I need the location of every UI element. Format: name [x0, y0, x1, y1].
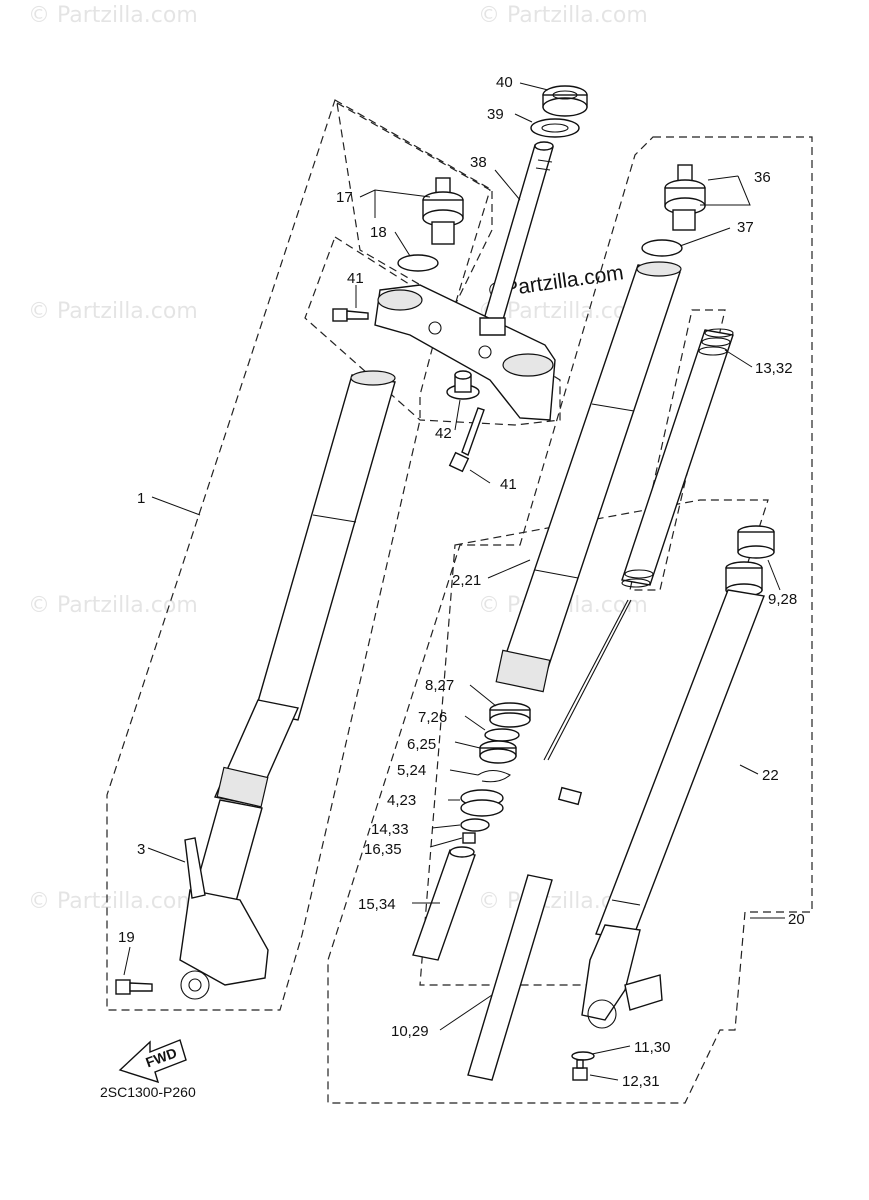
group-boundary-inner-cartridge [419, 499, 769, 986]
callout-label-4-23[interactable]: 4,23 [387, 792, 416, 809]
right-damping-adjuster-part [664, 164, 706, 231]
callout-label-41[interactable]: 41 [500, 476, 517, 493]
callout-labels: 40 39 38 17 18 41 42 41 36 37 13,32 1 2,… [118, 74, 805, 1090]
spacer-collar-part [725, 525, 775, 597]
callout-label-8-27[interactable]: 8,27 [425, 677, 454, 694]
pinch-bolt-upper-part [332, 308, 369, 322]
leader-lines [123, 82, 785, 1081]
group-boundary-left-fork [106, 99, 493, 1011]
axle-pinch-bolt-part [115, 979, 153, 995]
right-o-ring-part [641, 239, 683, 257]
drain-bolt-part [572, 1059, 588, 1081]
callout-label-18[interactable]: 18 [370, 224, 387, 241]
callout-label-42[interactable]: 42 [435, 425, 452, 442]
group-boundary-right-fork [327, 136, 813, 1104]
diagram-code: 2SC1300-P260 [100, 1084, 196, 1100]
callout-label-11-30[interactable]: 11,30 [634, 1039, 670, 1056]
callout-label-19[interactable]: 19 [118, 929, 135, 946]
callout-label-15-34[interactable]: 15,34 [358, 896, 396, 913]
lock-nut-part [542, 85, 588, 117]
callout-label-6-25[interactable]: 6,25 [407, 736, 436, 753]
watermark: © Partzilla.com [28, 593, 198, 618]
callout-label-17[interactable]: 17 [336, 189, 353, 206]
callout-label-20[interactable]: 20 [788, 911, 805, 928]
left-fork-assembly-part [179, 370, 396, 1000]
callout-label-13-32[interactable]: 13,32 [755, 360, 793, 377]
callout-label-37[interactable]: 37 [737, 219, 754, 236]
watermark: © Partzilla.com [28, 889, 198, 914]
callout-label-7-26[interactable]: 7,26 [418, 709, 447, 726]
inner-tube-part [581, 589, 765, 1029]
callout-label-36[interactable]: 36 [754, 169, 771, 186]
fork-spring-part [621, 328, 734, 588]
callout-label-2-21[interactable]: 2,21 [452, 572, 481, 589]
outer-tube-part [495, 261, 682, 693]
watermark: © Partzilla.com [28, 3, 198, 28]
damper-rod-holder-part [412, 846, 476, 961]
callout-label-14-33[interactable]: 14,33 [371, 821, 409, 838]
watermark: © Partzilla.com [478, 3, 648, 28]
callout-label-39[interactable]: 39 [487, 106, 504, 123]
copper-washer-part [571, 1051, 595, 1061]
callout-label-9-28[interactable]: 9,28 [768, 591, 797, 608]
group-boundary-upper-cartridge [336, 101, 491, 306]
handle-bolt-part [446, 370, 480, 400]
callout-label-5-24[interactable]: 5,24 [397, 762, 426, 779]
o-ring-part [397, 254, 439, 272]
damper-rod-part [467, 599, 632, 1081]
callout-label-41[interactable]: 41 [347, 270, 364, 287]
callout-label-1[interactable]: 1 [137, 490, 145, 507]
callout-label-10-29[interactable]: 10,29 [391, 1023, 429, 1040]
callout-label-22[interactable]: 22 [762, 767, 779, 784]
callout-label-16-35[interactable]: 16,35 [364, 841, 402, 858]
damping-adjuster-part [422, 177, 464, 245]
washer-part [530, 118, 580, 138]
callout-label-12-31[interactable]: 12,31 [622, 1073, 660, 1090]
pinch-bolt-lower-part [448, 407, 485, 473]
forward-direction-arrow-icon: FWD [118, 1039, 187, 1084]
callout-label-3[interactable]: 3 [137, 841, 145, 858]
watermark: © Partzilla.com [28, 299, 198, 324]
oil-seal-stack-part [460, 702, 531, 844]
upper-bracket-part [374, 284, 556, 421]
callout-label-38[interactable]: 38 [470, 154, 487, 171]
group-boundary-upper-clamp [304, 236, 561, 426]
callout-label-40[interactable]: 40 [496, 74, 513, 91]
